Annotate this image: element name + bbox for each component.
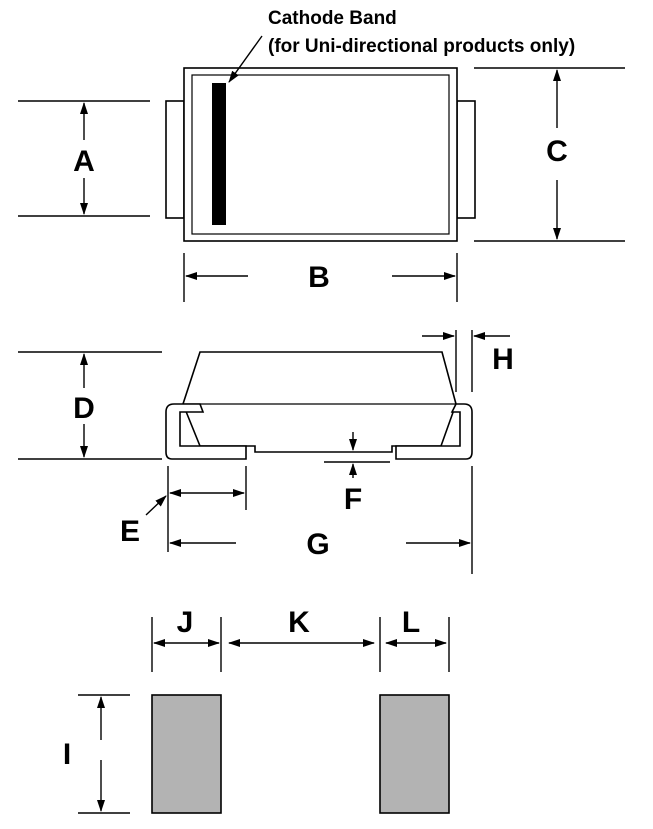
dimension-g: G	[169, 466, 473, 574]
dimension-label-e: E	[120, 515, 140, 548]
right-terminal-lead	[395, 403, 473, 460]
dimension-label-b: B	[308, 261, 330, 294]
dimension-f: F	[324, 432, 390, 516]
right-solder-pad	[379, 694, 450, 814]
side-view: D H F E	[18, 330, 514, 574]
dimension-j: J	[151, 606, 222, 672]
dimension-e: E	[120, 466, 247, 552]
package-body-top	[183, 67, 458, 242]
right-terminal-tab	[456, 100, 476, 219]
dimension-d: D	[18, 351, 162, 460]
dimension-label-h: H	[492, 343, 514, 376]
dimension-label-d: D	[73, 392, 95, 425]
dimension-h: H	[422, 330, 514, 392]
left-terminal-tab	[165, 100, 185, 219]
dimension-label-a: A	[73, 145, 95, 178]
dimension-i: I	[63, 694, 130, 814]
dimension-l: L	[385, 606, 450, 672]
dimension-b: B	[183, 253, 458, 302]
dimension-label-c: C	[546, 135, 568, 168]
dimension-c: C	[474, 67, 625, 242]
dimension-label-f: F	[344, 483, 362, 516]
package-body-inner-border	[191, 74, 450, 235]
top-view: Cathode Band (for Uni-directional produc…	[18, 8, 625, 302]
dimension-label-j: J	[177, 606, 194, 639]
package-body-side	[182, 351, 457, 453]
left-solder-pad	[151, 694, 222, 814]
left-terminal-lead	[165, 403, 247, 460]
cathode-band	[212, 83, 226, 225]
dimension-label-k: K	[288, 606, 310, 639]
dimension-label-g: G	[306, 528, 329, 561]
cathode-band-callout-arrow	[228, 35, 263, 83]
cathode-band-callout-line1: Cathode Band	[268, 8, 397, 29]
dimension-label-i: I	[63, 738, 71, 771]
dimension-k: K	[228, 606, 381, 672]
cathode-band-callout-line2: (for Uni-directional products only)	[268, 36, 575, 57]
dimension-label-l: L	[402, 606, 420, 639]
dimension-a: A	[18, 100, 150, 217]
pad-layout: J K L I	[63, 606, 450, 814]
